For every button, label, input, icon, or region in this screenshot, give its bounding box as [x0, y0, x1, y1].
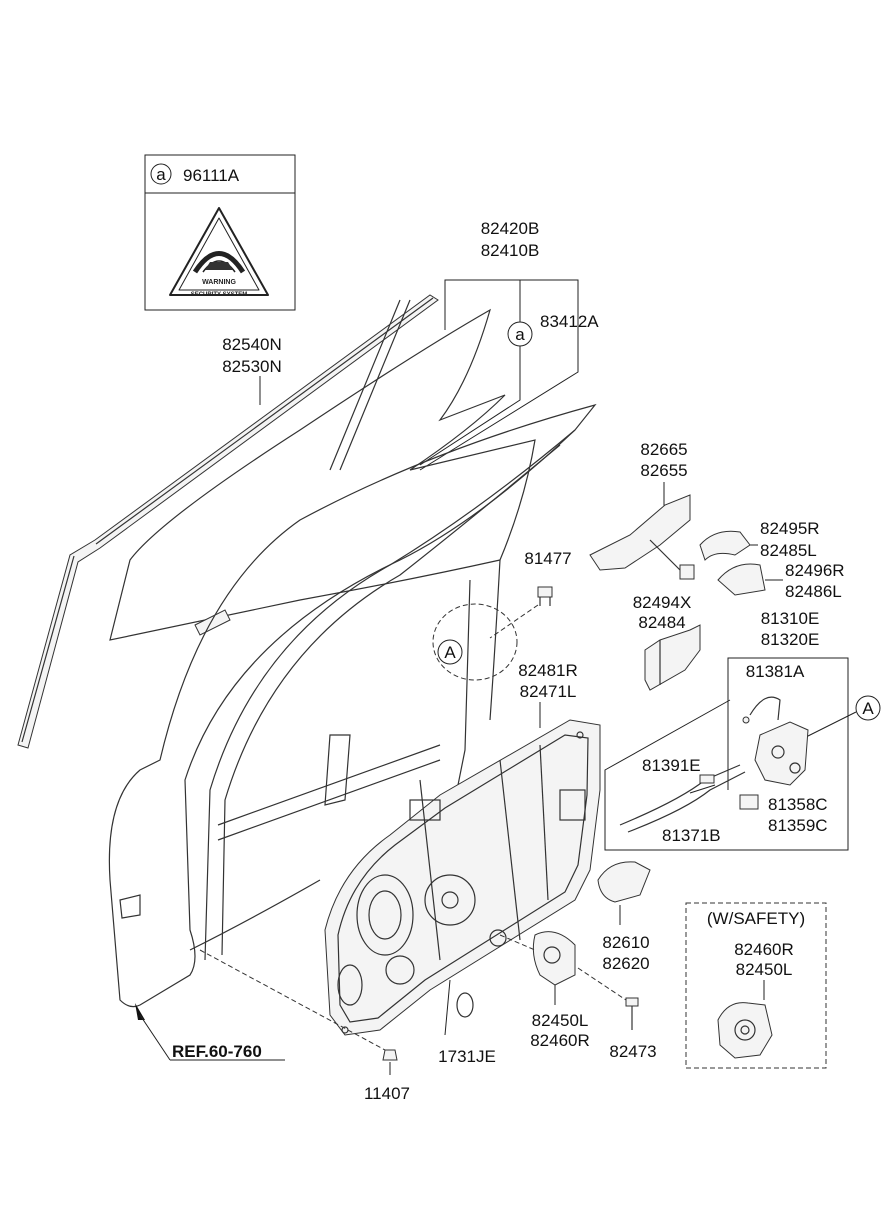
- door-frame: [108, 403, 597, 1008]
- outer-handle-frame: [589, 494, 695, 580]
- part-label-82485L: 82485L: [760, 541, 817, 560]
- glass-leader-line: [419, 279, 579, 471]
- part-label-81320E: 81320E: [761, 630, 820, 649]
- part-label-81310E: 81310E: [761, 609, 820, 628]
- part-label-82481R: 82481R: [518, 661, 578, 680]
- sticker-title: WARNING: [202, 279, 236, 286]
- part-label-82410B: 82410B: [481, 241, 540, 260]
- part-label-82496R: 82496R: [785, 561, 845, 580]
- ref-circle-A-door-text: A: [444, 643, 456, 662]
- part-label-82540N: 82540N: [222, 335, 282, 354]
- part-label-82495R: 82495R: [760, 519, 820, 538]
- handle-bracket: [644, 624, 701, 691]
- seal-ring: [456, 992, 474, 1018]
- door-switch: [739, 794, 759, 810]
- part-label-82494X: 82494X: [633, 593, 692, 612]
- door-module-panel: [324, 719, 601, 1036]
- part-label-81359C: 81359C: [768, 816, 828, 835]
- part-label-82665: 82665: [640, 440, 687, 459]
- part-label-82620: 82620: [602, 954, 649, 973]
- ref-circle-A-latch-text: A: [862, 699, 874, 718]
- window-regulator-motor: [532, 931, 576, 986]
- part-label-82484: 82484: [638, 613, 685, 632]
- part-label-82530N: 82530N: [222, 357, 282, 376]
- part-label-82450L: 82450L: [532, 1011, 589, 1030]
- part-label-82460R-safety: 82460R: [734, 940, 794, 959]
- belt-molding: [17, 294, 439, 749]
- ref-arrow: [135, 1003, 285, 1061]
- part-label-1731JE: 1731JE: [438, 1047, 496, 1066]
- sticker-subtitle: SECURITY SYSTEM: [191, 292, 248, 298]
- part-label-81477: 81477: [524, 549, 571, 568]
- latch-cables: [619, 764, 746, 833]
- screw-82473: [625, 997, 639, 1030]
- latch-group-box: [604, 657, 849, 851]
- safety-motor: [717, 1002, 773, 1059]
- ref-circle-A-latch: [855, 695, 881, 721]
- part-label-82450L-safety: 82450L: [736, 960, 793, 979]
- bolt-81477: [537, 586, 553, 606]
- ref-circle-a-label: a: [156, 165, 166, 184]
- part-label-81391E: 81391E: [642, 756, 701, 775]
- part-label-81381A: 81381A: [746, 662, 805, 681]
- part-label-83412A: 83412A: [540, 312, 599, 331]
- door-window-glass: [109, 299, 536, 641]
- ref-circle-a-text: a: [515, 325, 525, 344]
- part-label-82486L: 82486L: [785, 582, 842, 601]
- part-label-82420B: 82420B: [481, 219, 540, 238]
- part-label-11407: 11407: [364, 1084, 410, 1103]
- outer-handle: [699, 530, 766, 596]
- part-label-81371B: 81371B: [662, 826, 721, 845]
- security-warning-icon: [169, 207, 269, 296]
- inner-door-handle: [597, 861, 651, 903]
- safety-title: (W/SAFETY): [707, 909, 805, 928]
- part-label-82655: 82655: [640, 461, 687, 480]
- part-label-82473: 82473: [609, 1042, 656, 1061]
- fastener-11407: [382, 1049, 398, 1061]
- part-label-82471L: 82471L: [520, 682, 577, 701]
- part-label-81358C: 81358C: [768, 795, 828, 814]
- part-label-82610: 82610: [602, 933, 649, 952]
- warning-sticker-box: a 96111A WARNING SECURITY SYSTEM: [144, 154, 296, 311]
- detail-area-A: [432, 603, 518, 681]
- part-label-96111A: 96111A: [183, 166, 240, 185]
- part-label-82460R: 82460R: [530, 1031, 590, 1050]
- door-latch: [742, 696, 809, 786]
- ref-circle-A-door: [437, 639, 463, 665]
- ref-body-label: REF.60-760: [172, 1042, 262, 1061]
